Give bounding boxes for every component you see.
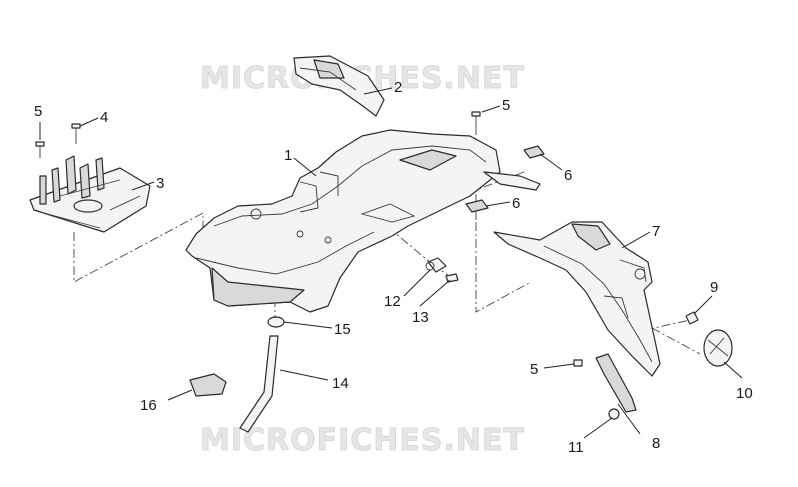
part-2-cover-panel bbox=[293, 55, 385, 117]
assembly-line-12 bbox=[387, 226, 433, 265]
callout-8: 8 bbox=[652, 435, 660, 452]
callout-1: 1 bbox=[284, 147, 292, 164]
callout-14: 14 bbox=[332, 375, 349, 392]
callout-2: 2 bbox=[394, 79, 402, 96]
part-12-grommet bbox=[425, 257, 447, 273]
part-16-clamp bbox=[189, 373, 227, 397]
callout-5-lower: 5 bbox=[530, 361, 538, 378]
callout-4: 4 bbox=[100, 109, 108, 126]
callout-6-upper: 6 bbox=[564, 167, 572, 184]
part-7-mudguard bbox=[493, 221, 661, 377]
callout-5-top: 5 bbox=[502, 97, 510, 114]
callout-12: 12 bbox=[384, 293, 401, 310]
part-11-nut bbox=[608, 408, 620, 420]
callout-15: 15 bbox=[334, 321, 351, 338]
callout-6-lower: 6 bbox=[512, 195, 520, 212]
callout-9: 9 bbox=[710, 279, 718, 296]
callout-11: 11 bbox=[568, 439, 584, 456]
callout-5-left: 5 bbox=[34, 103, 42, 120]
callout-3: 3 bbox=[156, 175, 164, 192]
part-1-rear-undertray bbox=[185, 129, 541, 313]
callout-labels: 1 2 3 4 5 5 5 6 6 7 8 9 10 11 12 13 15 1… bbox=[34, 79, 753, 456]
part-5-bolt-top bbox=[471, 111, 481, 126]
part-15-grommet bbox=[267, 316, 285, 328]
assembly-line-cover bbox=[73, 212, 204, 283]
part-3-electrical-tray bbox=[29, 155, 151, 233]
leader-lines bbox=[39, 87, 743, 439]
part-6-clip-lower bbox=[465, 199, 489, 213]
part-9-screw bbox=[685, 311, 699, 325]
part-10-reflector bbox=[703, 329, 733, 367]
part-5-screw-left bbox=[35, 141, 45, 158]
assembly-line-mudguard bbox=[475, 222, 532, 313]
part-4-screw bbox=[71, 123, 81, 144]
callout-13: 13 bbox=[412, 309, 429, 326]
part-14-drain-hose bbox=[239, 335, 279, 433]
callout-10: 10 bbox=[736, 385, 753, 402]
assembly-line-10 bbox=[651, 327, 701, 355]
callout-7: 7 bbox=[652, 223, 660, 240]
part-6-clip-upper bbox=[523, 145, 545, 159]
part-5-screw-lower bbox=[573, 359, 583, 367]
callout-16: 16 bbox=[140, 397, 157, 414]
watermark-bottom: MICROFICHES.NET bbox=[200, 423, 525, 458]
part-13-screw bbox=[445, 273, 459, 283]
part-8-bracket bbox=[595, 353, 637, 413]
